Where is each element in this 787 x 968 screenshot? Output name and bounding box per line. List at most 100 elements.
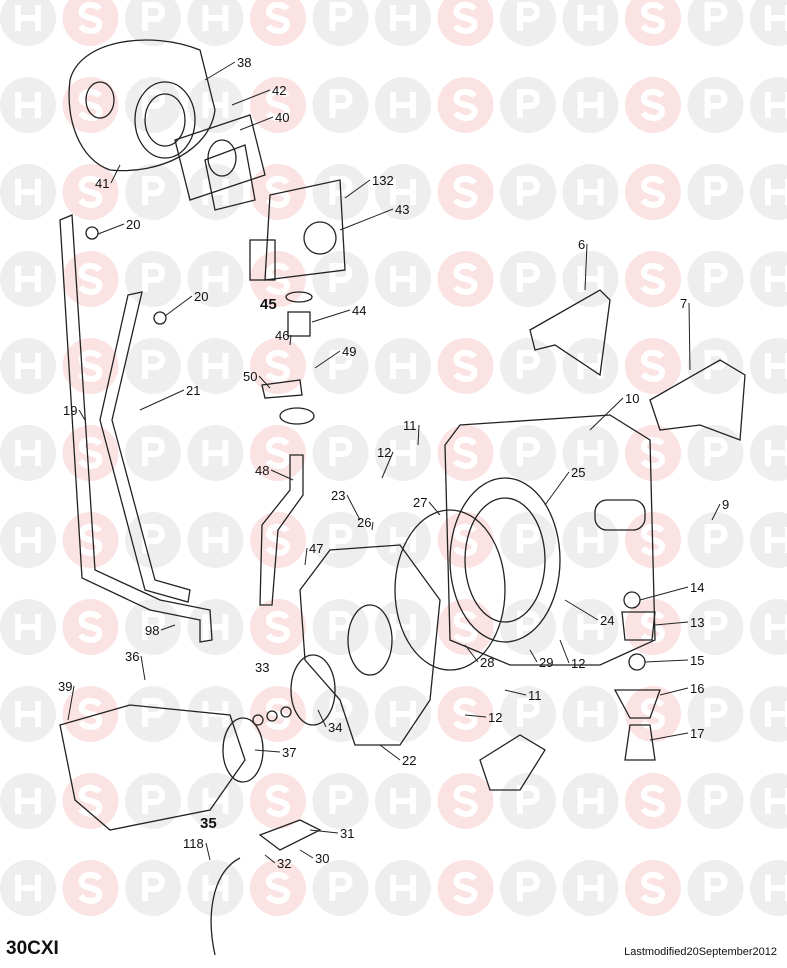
part-callout-20: 20	[194, 289, 208, 304]
watermark-letter-glyph	[517, 1, 540, 31]
watermark-letter-glyph	[453, 262, 478, 295]
callout-leader-line	[139, 389, 185, 411]
watermark-letter-glyph	[517, 698, 540, 727]
watermark-letter-glyph	[142, 611, 165, 640]
part-callout-23: 23	[331, 488, 345, 503]
part-callout-50: 50	[243, 369, 257, 384]
callout-leader-line	[711, 503, 721, 521]
part-callout-21: 21	[186, 383, 200, 398]
part-callout-49: 49	[342, 344, 356, 359]
callout-leader-line	[339, 208, 394, 231]
watermark-letter-glyph	[453, 871, 478, 904]
watermark-letter-glyph	[704, 176, 728, 205]
watermark-letter-glyph	[765, 527, 787, 553]
callout-leader-line	[289, 334, 292, 346]
watermark-letter-glyph	[577, 179, 604, 205]
watermark-letter-glyph	[640, 871, 666, 904]
watermark-letter-glyph	[78, 1, 103, 34]
part-callout-9: 9	[722, 497, 729, 512]
part-callout-34: 34	[328, 720, 342, 735]
watermark-letter-glyph	[390, 266, 416, 292]
part-callout-32: 32	[277, 856, 291, 871]
part-callout-22: 22	[402, 753, 416, 768]
part-callout-48: 48	[255, 463, 269, 478]
watermark-circle	[187, 0, 244, 46]
callout-leader-line	[264, 854, 276, 864]
watermark-letter-glyph	[765, 788, 787, 814]
part-callout-43: 43	[395, 202, 409, 217]
callout-leader-line	[78, 409, 86, 421]
watermark-letter-glyph	[577, 527, 604, 553]
watermark-letter-glyph	[15, 614, 41, 640]
callout-leader-line	[559, 639, 570, 664]
callout-leader-line	[654, 621, 689, 626]
watermark-letter-glyph	[142, 1, 165, 31]
watermark-letter-glyph	[15, 353, 41, 379]
watermark-letter-glyph	[517, 872, 540, 901]
watermark-letter-glyph	[390, 5, 416, 31]
drain-parts	[613, 591, 661, 761]
callout-leader-line	[381, 451, 394, 479]
burner-door	[290, 509, 506, 746]
watermark-letter-glyph	[142, 698, 165, 727]
watermark-letter-glyph	[765, 266, 787, 292]
part-callout-16: 16	[690, 681, 704, 696]
part-callout-29: 29	[539, 655, 553, 670]
watermark-letter-glyph	[329, 785, 353, 814]
watermark-letter-glyph	[390, 701, 416, 727]
watermark-letter-glyph	[202, 614, 229, 640]
callout-leader-line	[311, 309, 351, 323]
callout-leader-line	[379, 744, 401, 761]
watermark-letter-glyph	[265, 610, 291, 643]
part-callout-25: 25	[571, 465, 585, 480]
watermark-letter-glyph	[142, 437, 165, 466]
part-callout-45: 45	[260, 296, 277, 313]
part-callout-11: 11	[528, 688, 542, 703]
callout-leader-line	[649, 732, 689, 741]
callout-leader-line	[231, 89, 271, 106]
watermark-letter-glyph	[265, 436, 291, 469]
callout-leader-line	[639, 586, 689, 601]
part-callout-39: 39	[58, 679, 72, 694]
watermark-circle	[437, 0, 494, 46]
watermark-letter-glyph	[329, 872, 353, 901]
watermark-letter-glyph	[453, 697, 478, 730]
watermark-letter-glyph	[265, 871, 291, 904]
watermark-letter-glyph	[390, 353, 416, 379]
watermark-letter-glyph	[202, 353, 229, 379]
part-callout-14: 14	[690, 580, 704, 595]
watermark-letter-glyph	[704, 437, 728, 466]
part-callout-12: 12	[377, 445, 391, 460]
part-callout-27: 27	[413, 495, 427, 510]
watermark-letter-glyph	[765, 614, 787, 640]
part-callout-40: 40	[275, 110, 289, 125]
watermark-letter-glyph	[765, 440, 787, 466]
heat-exchanger	[444, 414, 656, 666]
part-callout-33: 33	[255, 660, 269, 675]
callout-leader-line	[299, 849, 314, 859]
part-callout-19: 19	[63, 403, 77, 418]
callout-leader-line	[97, 223, 125, 235]
watermark-letter-glyph	[142, 872, 165, 901]
watermark-letter-glyph	[265, 523, 291, 556]
callout-leader-line	[67, 685, 75, 721]
part-callout-98: 98	[145, 623, 159, 638]
watermark-letter-glyph	[765, 701, 787, 727]
watermark-letter-glyph	[704, 785, 728, 814]
watermark-letter-glyph	[453, 349, 478, 382]
watermark-letter-glyph	[142, 524, 165, 553]
watermark-letter-glyph	[142, 263, 165, 292]
watermark-letter-glyph	[577, 875, 604, 901]
watermark-letter-glyph	[142, 89, 165, 118]
callout-leader-line	[584, 243, 588, 291]
callout-leader-line	[417, 424, 420, 446]
watermark-letter-glyph	[78, 523, 103, 556]
watermark-circle	[500, 0, 556, 46]
watermark-letter-glyph	[577, 5, 604, 31]
watermark-letter-glyph	[390, 179, 416, 205]
callout-leader-line	[239, 116, 274, 131]
part-callout-47: 47	[309, 541, 323, 556]
watermark-letter-glyph	[265, 349, 291, 382]
part-callout-12: 12	[488, 710, 502, 725]
